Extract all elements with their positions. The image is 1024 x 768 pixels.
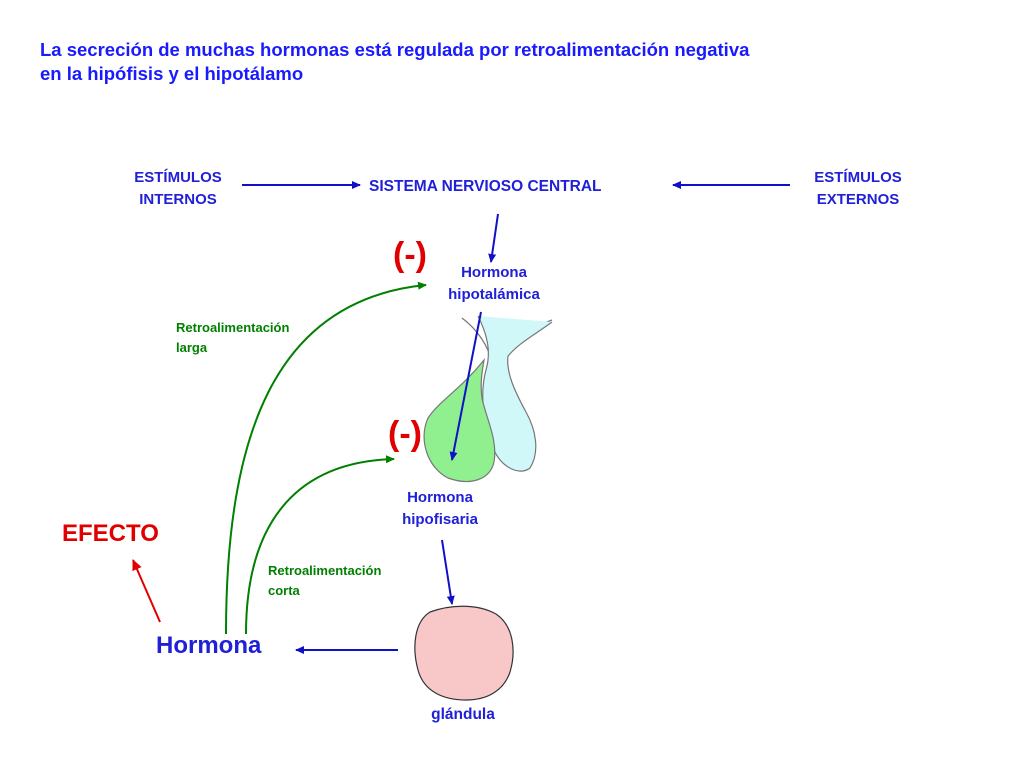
gland-shape (414, 605, 514, 701)
long-feedback-curve (225, 281, 427, 635)
arrow-pituitary-to-gland (441, 539, 455, 605)
arrow-hypothalamic-to-pituitary (449, 311, 482, 461)
internal-stimuli-line-1: ESTÍMULOS (134, 169, 222, 186)
pituitary-illustration (423, 315, 553, 483)
short-feedback-label: Retroalimentación corta (268, 561, 381, 601)
pituitary-hormone-label: Hormona hipofisaria (372, 487, 508, 531)
arrow-cns-to-hypothalamic (488, 213, 499, 263)
pituitary-hormone-line-2: hipofisaria (402, 511, 478, 528)
slide-title-line-2: en la hipófisis y el hipotálamo (40, 63, 304, 84)
pituitary-hormone-line-1: Hormona (407, 489, 473, 506)
hypothalamic-hormone-line-1: Hormona (461, 264, 527, 281)
arrow-hormone-to-effect (132, 559, 161, 623)
long-feedback-line-1: Retroalimentación (176, 320, 290, 335)
hormone-label: Hormona (156, 632, 262, 659)
external-stimuli-line-1: ESTÍMULOS (814, 169, 902, 186)
effect-label: EFECTO (62, 520, 159, 547)
internal-stimuli-line-2: INTERNOS (139, 191, 217, 208)
hypothalamic-hormone-line-2: hipotalámica (448, 286, 540, 303)
short-feedback-curve (245, 455, 395, 635)
internal-stimuli-label: ESTÍMULOS INTERNOS (104, 167, 252, 211)
external-stimuli-label: ESTÍMULOS EXTERNOS (784, 167, 932, 211)
long-inhibition-symbol: (-) (393, 236, 427, 274)
slide-title-line-1: La secreción de muchas hormonas está reg… (40, 39, 750, 60)
gland-label: glándula (431, 706, 495, 723)
cns-label: SISTEMA NERVIOSO CENTRAL (369, 178, 602, 195)
hypothalamic-hormone-label: Hormona hipotalámica (426, 262, 562, 306)
short-inhibition-symbol: (-) (388, 415, 422, 453)
long-feedback-label: Retroalimentación larga (176, 318, 289, 358)
slide-title: La secreción de muchas hormonas está reg… (40, 38, 990, 86)
long-feedback-line-2: larga (176, 340, 208, 355)
posterior-pituitary (477, 315, 553, 472)
short-feedback-line-1: Retroalimentación (268, 563, 382, 578)
short-feedback-line-2: corta (268, 583, 300, 598)
external-stimuli-line-2: EXTERNOS (816, 191, 900, 208)
